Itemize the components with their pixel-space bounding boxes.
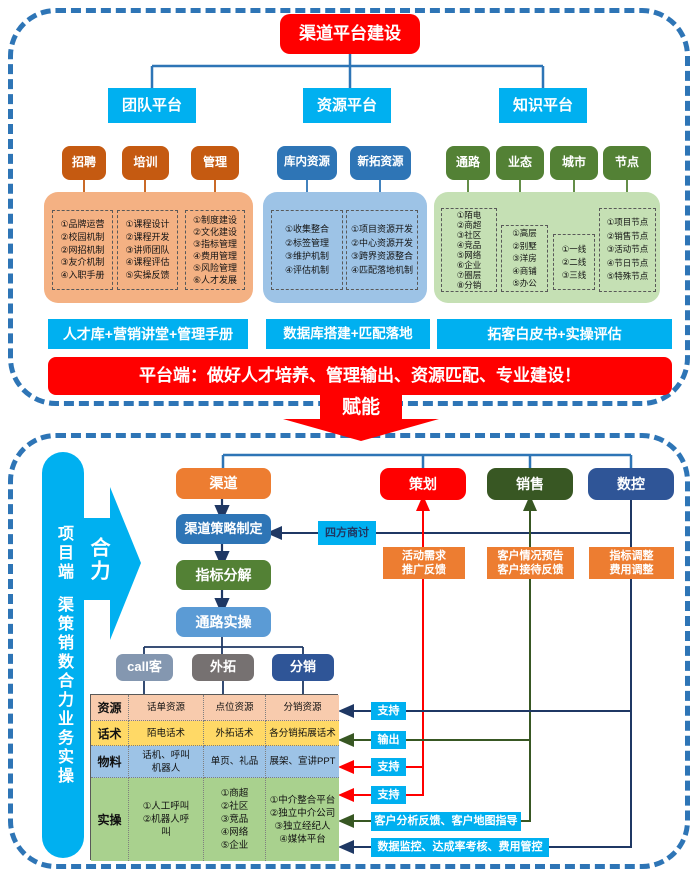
bottom-tree-line	[221, 453, 633, 468]
platform-resource: 资源平台	[303, 88, 391, 123]
channel-distribution: 分销	[272, 654, 334, 681]
table-cell: 展架、宣讲PPT	[266, 746, 339, 778]
city-list: ①一线 ②二线 ③三线	[553, 234, 595, 290]
channel-path-list: ①陌电 ②商超 ③社区 ④竞品 ⑤网络 ⑥企业 ⑦圈层 ⑧分销	[441, 208, 497, 292]
synergy-label: 合力	[87, 537, 109, 583]
feedback-output: 输出	[371, 731, 406, 749]
node-node: 节点	[603, 146, 651, 180]
practice-table: 资源 话单资源 点位资源 分销资源 话术 陌电话术 外拓话术 各分销拓展话术 物…	[90, 694, 339, 861]
diagram-title: 渠道平台建设	[280, 14, 420, 54]
node-management: 管理	[191, 146, 239, 180]
knowledge-outcome-bar: 拓客白皮书+实操评估	[437, 319, 672, 349]
node-channel-path: 通路	[446, 146, 490, 180]
table-cell: 话机、呼叫 机器人	[129, 746, 204, 778]
channel-tree	[143, 637, 304, 694]
node-city: 城市	[550, 146, 598, 180]
channel-call: call客	[116, 654, 173, 681]
node-stock-resource: 库内资源	[277, 146, 337, 180]
sales-note: 客户情况预告 客户接待反馈	[487, 547, 574, 579]
table-cell: ①中介整合平台 ②独立中介公司 ③独立经纪人 ④媒体平台	[266, 778, 339, 861]
project-side-bar: 项目端 渠策销数合力业务实操	[42, 452, 84, 858]
team-outcome-bar: 人才库+营销讲堂+管理手册	[48, 319, 248, 349]
table-cell: ①商超 ②社区 ③竞品 ④网络 ⑤企业	[204, 778, 266, 861]
feedback-customer-analysis: 客户分析反馈、客户地图指导	[371, 812, 521, 831]
row-header-material: 物料	[91, 746, 129, 778]
platform-team: 团队平台	[108, 88, 196, 123]
feedback-support-2: 支持	[371, 758, 406, 776]
table-cell: 点位资源	[204, 695, 266, 721]
discuss-tag: 四方商讨	[318, 521, 376, 545]
node-new-resource: 新拓资源	[350, 146, 411, 180]
table-cell: 话单资源	[129, 695, 204, 721]
flow-kpi-breakdown: 指标分解	[176, 560, 271, 590]
platform-slogan-bar: 平台端：做好人才培养、管理输出、资源匹配、专业建设！	[48, 357, 672, 395]
row-header-resource: 资源	[91, 695, 129, 721]
flow-strategy: 渠道策略制定	[176, 514, 271, 544]
resource-outcome-bar: 数据库搭建+匹配落地	[266, 319, 430, 349]
side-bar-subtitle: 渠策销数合力业务实操	[55, 595, 72, 786]
table-cell: 陌电话术	[129, 721, 204, 746]
table-cell: 单页、礼品	[204, 746, 266, 778]
table-cell: ①人工呼叫 ②机器人呼 叫	[129, 778, 204, 861]
role-sales: 销售	[487, 468, 573, 500]
feedback-support-3: 支持	[371, 786, 406, 804]
node-business-type: 业态	[496, 146, 544, 180]
feedback-support-1: 支持	[371, 702, 406, 720]
empower-arrow	[283, 394, 439, 441]
management-list: ①制度建设 ②文化建设 ③指标管理 ④费用管理 ⑤风险管理 ⑥人才发展	[185, 210, 245, 290]
synergy-arrow	[84, 487, 141, 640]
recruit-list: ①品牌运营 ②校园机制 ②网招机制 ③友介机制 ④入职手册	[52, 210, 113, 290]
business-type-list: ①高层 ②别墅 ③洋房 ④商铺 ⑤办公	[501, 225, 548, 292]
planning-note: 活动需求 推广反馈	[383, 547, 465, 579]
node-training: 培训	[122, 146, 169, 180]
role-planning: 策划	[380, 468, 466, 500]
row-header-script: 话术	[91, 721, 129, 746]
empower-label: 赋能	[341, 397, 380, 419]
table-cell: 分销资源	[266, 695, 339, 721]
row-header-practice: 实操	[91, 778, 129, 861]
flow-path-practice: 通路实操	[176, 607, 271, 637]
new-resource-list: ①项目资源开发 ②中心资源开发 ③跨界资源整合 ④匹配落地机制	[346, 210, 418, 290]
node-list: ①项目节点 ②销售节点 ③活动节点 ④节日节点 ⑤特殊节点	[599, 208, 656, 292]
node-recruit: 招聘	[62, 146, 106, 180]
training-list: ①课程设计 ②课程开发 ③讲师团队 ④课程评估 ⑤实操反馈	[117, 210, 178, 290]
stock-resource-list: ①收集整合 ②标签管理 ③维护机制 ④评估机制	[271, 210, 343, 290]
flow-channel: 渠道	[176, 468, 271, 499]
table-cell: 外拓话术	[204, 721, 266, 746]
datacontrol-note: 指标调整 费用调整	[589, 547, 674, 579]
feedback-data-monitoring: 数据监控、达成率考核、费用管控	[371, 838, 549, 857]
channel-outreach: 外拓	[192, 654, 254, 681]
platform-knowledge: 知识平台	[499, 88, 587, 123]
role-datacontrol: 数控	[588, 468, 674, 500]
side-bar-title: 项目端	[55, 524, 72, 582]
table-cell: 各分销拓展话术	[266, 721, 339, 746]
top-tree-line	[150, 54, 545, 88]
